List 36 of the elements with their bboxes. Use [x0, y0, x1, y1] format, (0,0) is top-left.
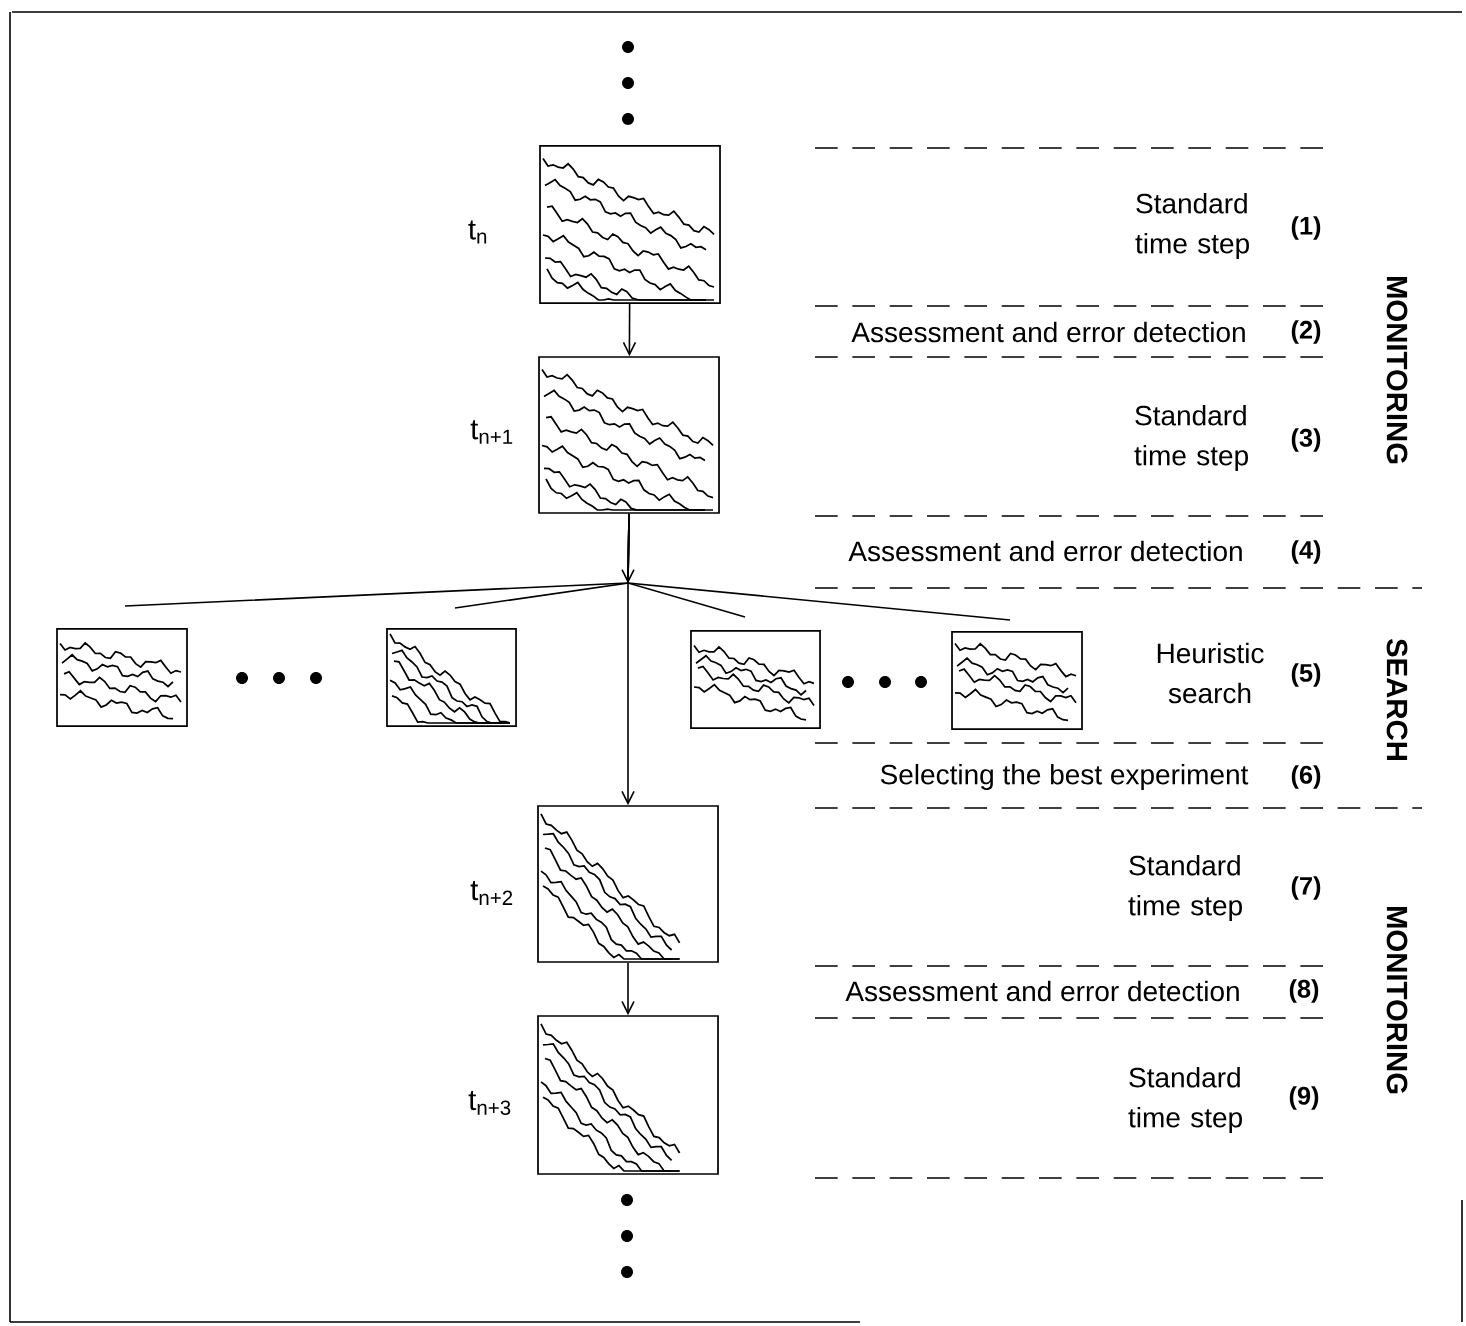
plot-thumbnail: [951, 631, 1083, 730]
step-number: (8): [1289, 979, 1319, 1003]
arrow: [621, 962, 635, 1016]
phase-label: MONITORING: [1386, 276, 1408, 464]
plot-thumbnail: [539, 145, 721, 304]
plot-thumbnail: [538, 356, 720, 514]
step-label: Standard time step: [1128, 1066, 1242, 1134]
step-number: (2): [1291, 320, 1321, 344]
plot-thumbnail: [56, 628, 188, 727]
step-number: (9): [1289, 1086, 1319, 1110]
step-label: Standard time step: [1135, 192, 1249, 260]
step-number: (7): [1291, 876, 1321, 900]
step-label: Heuristic search: [1157, 642, 1264, 704]
step-label: Assessment and error detection: [845, 980, 1239, 1002]
plot-thumbnail: [537, 1015, 719, 1175]
step-label: Standard time step: [1134, 404, 1248, 472]
plot-thumbnail: [386, 628, 517, 727]
step-label: Selecting the best experiment: [880, 763, 1249, 791]
step-label: Standard time step: [1128, 854, 1242, 922]
time-label: t$_{n}$: [468, 220, 487, 244]
time-label: t$_{n+3}$: [468, 1091, 511, 1115]
phase-label: SEARCH: [1386, 638, 1408, 760]
phase-label: MONITORING: [1386, 906, 1408, 1094]
step-number: (3): [1291, 428, 1321, 452]
time-label: t$_{n+1}$: [470, 420, 513, 444]
step-number: (4): [1291, 540, 1321, 564]
step-label: Assessment and error detection: [851, 321, 1245, 343]
branch-line: [621, 513, 635, 806]
plot-thumbnail: [537, 805, 719, 963]
step-number: (6): [1291, 765, 1321, 789]
step-number: (1): [1291, 216, 1321, 240]
step-number: (5): [1291, 663, 1321, 687]
arrow: [622, 303, 637, 357]
plot-thumbnail: [690, 630, 821, 729]
step-label: Assessment and error detection: [848, 540, 1242, 562]
time-label: t$_{n+2}$: [470, 881, 513, 905]
